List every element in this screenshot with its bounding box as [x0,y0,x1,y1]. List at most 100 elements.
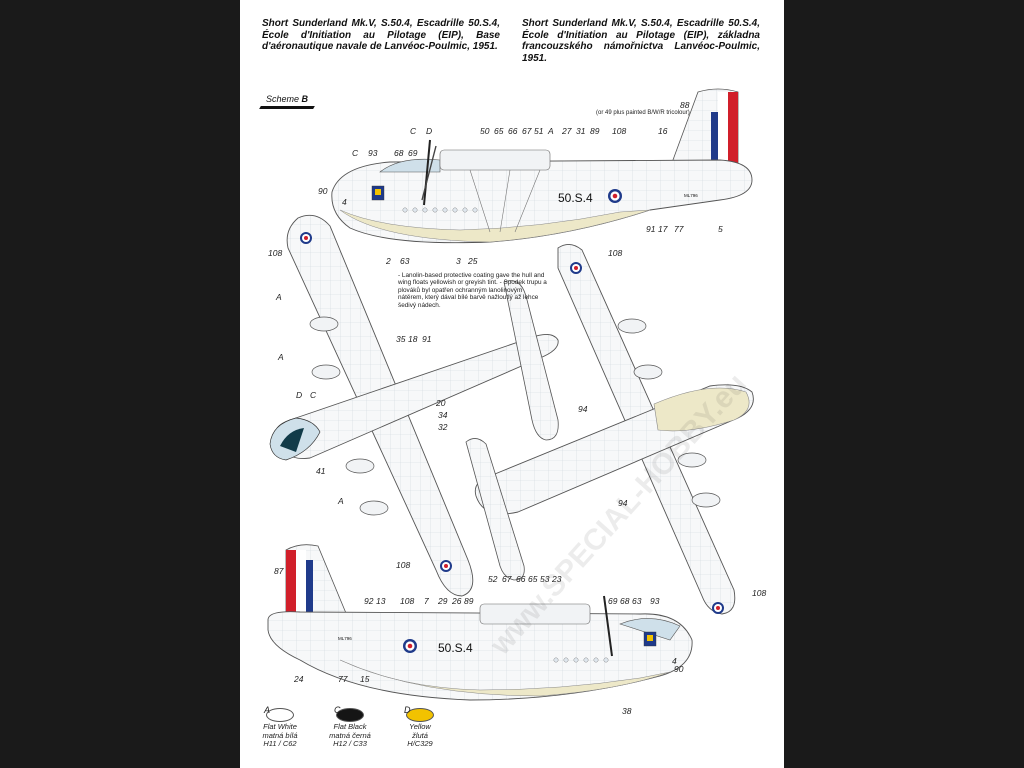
legend-name: Flat White [263,722,297,731]
callout-4: 4 [342,197,347,207]
callout-16: 16 [658,126,668,136]
callout-77: 77 [674,224,684,234]
callout-7: 7 [424,596,429,606]
serial-top: ML796 [684,193,698,198]
callout-63: 63 [632,596,642,606]
callout-A: A [547,126,554,136]
callout-18: 18 [408,334,418,344]
callout-51: 51 [534,126,544,136]
callout-25: 25 [467,256,478,266]
aircraft-artwork: 50.S.4 ML796 [267,88,766,716]
callout-63: 63 [400,256,410,266]
side-view-bottom: 50.S.4 ML796 [267,544,693,701]
callout-23: 23 [551,574,562,584]
callout-20: 20 [435,398,446,408]
callout-77: 77 [338,674,348,684]
code-bottom: 50.S.4 [438,641,473,655]
legend-czech: žlutá [412,730,428,740]
decal-sheet-page: Short Sunderland Mk.V, S.50.4, Escadrill… [240,0,784,768]
callout-94: 94 [618,498,628,508]
callout-17: 17 [658,224,668,234]
callout-15: 15 [360,674,370,684]
callout-A: A [337,496,344,506]
callout-67: 67 [502,574,512,584]
lanolin-note: - Lanolin-based protective coating gave … [398,272,547,309]
callout-69: 69 [408,148,418,158]
legend-swatch [336,708,364,722]
header-left: Short Sunderland Mk.V, S.50.4, Escadrill… [262,18,500,52]
rudder-red-stripe [728,92,738,166]
legend-czech: matná černá [329,730,371,740]
callout-91: 91 [646,224,656,234]
serial-bottom: ML796 [338,636,352,641]
callout-D: D [426,126,432,136]
callout-108: 108 [752,588,766,598]
callout-89: 89 [590,126,600,136]
callout-69: 69 [608,596,618,606]
legend-letter: A [264,705,271,715]
plan-view-bottom [465,244,754,615]
callout-93: 93 [650,596,660,606]
legend-code: H12 / C33 [333,739,367,748]
callout-91: 91 [422,334,432,344]
callout-65: 65 [494,126,504,136]
callout-38: 38 [622,706,632,716]
callout-93: 93 [368,148,378,158]
callout-31: 31 [576,126,586,136]
legend-swatch [266,708,294,722]
callout-88: 88 [680,100,690,110]
callout-94: 94 [578,404,588,414]
legend-name: Flat Black [333,722,367,731]
callout-65: 65 [528,574,538,584]
callout-108: 108 [400,596,414,606]
callout-108: 108 [268,248,282,258]
callout-50: 50 [480,126,490,136]
scheme-letter: B [301,94,309,104]
tricolour-note: (or 49 plus painted B/W/R tricolour) [596,110,690,116]
callout-87: 87 [274,566,284,576]
callout-41: 41 [316,466,326,476]
callout-C: C [410,126,417,136]
callout-90: 90 [318,186,328,196]
callout-108: 108 [396,560,410,570]
callout-90: 90 [674,664,684,674]
callout-13: 13 [376,596,386,606]
callout-C: C [352,148,359,158]
legend-letter: D [404,705,411,715]
callout-3: 3 [456,256,461,266]
callout-108: 108 [612,126,626,136]
side-view-top: 50.S.4 ML796 [331,88,753,244]
callout-29: 29 [437,596,448,606]
callout-34: 34 [438,410,448,420]
header-right: Short Sunderland Mk.V, S.50.4, Escadrill… [522,18,760,64]
callout-66: 66 [516,574,526,584]
plan-view-top [269,214,559,597]
rudder-blue-stripe [711,112,718,166]
legend-code: H/C329 [407,739,433,748]
callout-68: 68 [394,148,404,158]
callout-68: 68 [620,596,630,606]
callout-27: 27 [561,126,572,136]
callout-108: 108 [608,248,622,258]
callout-C: C [310,390,317,400]
callout-5: 5 [718,224,723,234]
scheme-label: Scheme B [266,94,309,104]
callout-35: 35 [396,334,406,344]
code-top: 50.S.4 [558,191,593,205]
legend-swatch [406,708,434,722]
legend-name: Yellow [409,722,431,731]
callout-53: 53 [540,574,550,584]
callout-89: 89 [464,596,474,606]
callout-66: 66 [508,126,518,136]
callout-26: 26 [451,596,462,606]
callout-2: 2 [385,256,391,266]
callout-4: 4 [672,656,677,666]
legend-letter: C [334,705,341,715]
callout-67: 67 [522,126,532,136]
legend-code: H11 / C62 [263,739,297,748]
callout-D: D [296,390,302,400]
callout-32: 32 [438,422,448,432]
